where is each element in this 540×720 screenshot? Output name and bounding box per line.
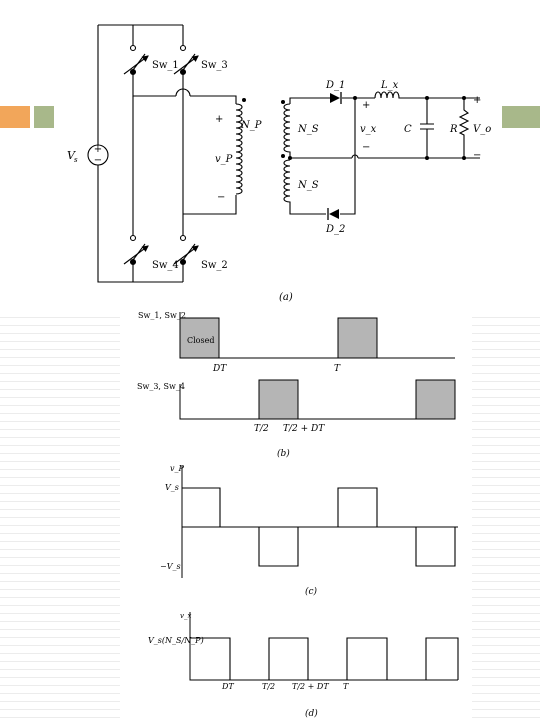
sw2-label: Sw_2 (201, 260, 228, 271)
neg-vs-level-label: −V_s (160, 562, 181, 571)
tick-t2-d: T/2 (262, 682, 275, 691)
tick-t-d: T (343, 682, 349, 691)
vx-trace (190, 637, 459, 681)
svg-text:−: − (473, 150, 481, 161)
svg-text:+: + (473, 95, 481, 106)
switch-sw2 (173, 234, 199, 266)
tick-dt-b: DT (212, 364, 227, 374)
sw4-label: Sw_4 (152, 260, 179, 271)
svg-text:+: + (215, 114, 223, 125)
vx-axis-label: v_x (180, 612, 191, 620)
vp-label: v_P (215, 154, 233, 165)
switch-sw1 (123, 44, 149, 76)
right-stripe (472, 310, 540, 720)
switch-sw3 (173, 44, 199, 76)
caption-c: (c) (305, 586, 318, 597)
sw34-pulse-2 (415, 379, 456, 420)
sage-accent-right (502, 106, 540, 128)
ns-top-label: N_S (297, 124, 319, 135)
switch-sw4 (123, 234, 149, 266)
vx-label: v_x (360, 124, 377, 135)
r-label: R (449, 124, 458, 135)
dc-bus-wire (97, 24, 183, 283)
secondary-circuit (283, 91, 480, 215)
sw12-axis-label: Sw_1, Sw_2 (138, 311, 186, 320)
tick-t-b: T (334, 364, 341, 374)
secondary-dot-top (281, 100, 285, 104)
sw12-pulse-2 (337, 317, 378, 359)
sw1-label: Sw_1 (152, 60, 179, 71)
vs-level-label: V_s (165, 483, 179, 492)
svg-text:+: + (94, 144, 102, 155)
left-stripe (0, 310, 120, 720)
sage-accent-left (34, 106, 54, 128)
vp-axis-label: v_P (170, 464, 185, 473)
tick-dt-d: DT (221, 682, 234, 691)
d1-label: D_1 (325, 80, 345, 91)
c-label: C (404, 124, 412, 135)
switch-timing-diagram: Sw_1, Sw_2 Closed DT T Sw_3, Sw_4 T/2 T/… (137, 311, 456, 459)
lx-label: L_x (380, 80, 399, 91)
sw34-axis-label: Sw_3, Sw_4 (137, 382, 185, 391)
caption-d: (d) (305, 708, 318, 719)
svg-text:−: − (94, 155, 102, 166)
sw34-pulse-1 (258, 379, 299, 420)
diode-d1 (330, 92, 342, 104)
svg-text:−: − (362, 142, 370, 153)
full-bridge-circuit (97, 24, 237, 283)
svg-text:+: + (362, 100, 370, 111)
sw3-label: Sw_3 (201, 60, 228, 71)
vx-level-label: V_s(N_S/N_P) (148, 636, 204, 645)
caption-a: (a) (279, 292, 293, 303)
svg-text:−: − (217, 192, 225, 203)
primary-voltage-waveform: v_P V_s −V_s (c) (160, 464, 458, 597)
tick-t2-b: T/2 (254, 424, 269, 434)
np-label: N_P (240, 120, 262, 131)
orange-accent-left (0, 106, 30, 128)
svg-text:s: s (74, 156, 78, 164)
svg-text:V: V (67, 149, 76, 162)
diode-d2 (327, 208, 339, 220)
secondary-voltage-waveform: v_x V_s(N_S/N_P) DT T/2 T/2 + DT T (d) (148, 612, 459, 719)
primary-winding (235, 103, 243, 195)
caption-b: (b) (277, 448, 290, 459)
closed-label: Closed (187, 336, 214, 345)
primary-dot (242, 98, 246, 102)
tick-t2dt-d: T/2 + DT (292, 682, 329, 691)
d2-label: D_2 (325, 224, 345, 235)
tick-t2dt-b: T/2 + DT (283, 424, 325, 434)
ns-bottom-label: N_S (297, 180, 319, 191)
vp-trace (182, 487, 456, 567)
vo-label: V_o (473, 124, 491, 135)
secondary-dot-bottom (281, 154, 285, 158)
